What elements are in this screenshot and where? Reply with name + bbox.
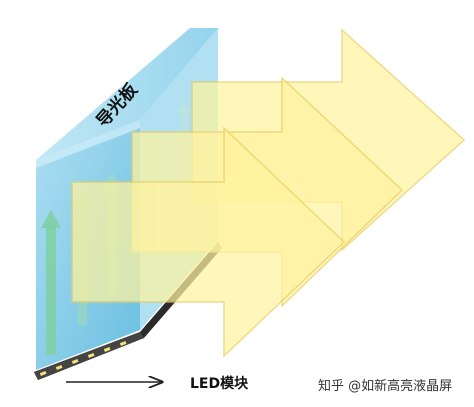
led-dots — [39, 340, 127, 376]
panel-edge-stripe — [36, 120, 140, 168]
yellow-light-arrows — [71, 28, 466, 358]
upward-arrow — [41, 210, 61, 355]
led-module-label: LED模块 — [190, 375, 249, 392]
yellow-arrow-front — [71, 126, 346, 358]
watermark-text: 知乎 @如新高亮液晶屏 — [318, 378, 452, 394]
led-strip — [34, 242, 222, 380]
panel-top-face — [36, 28, 218, 160]
